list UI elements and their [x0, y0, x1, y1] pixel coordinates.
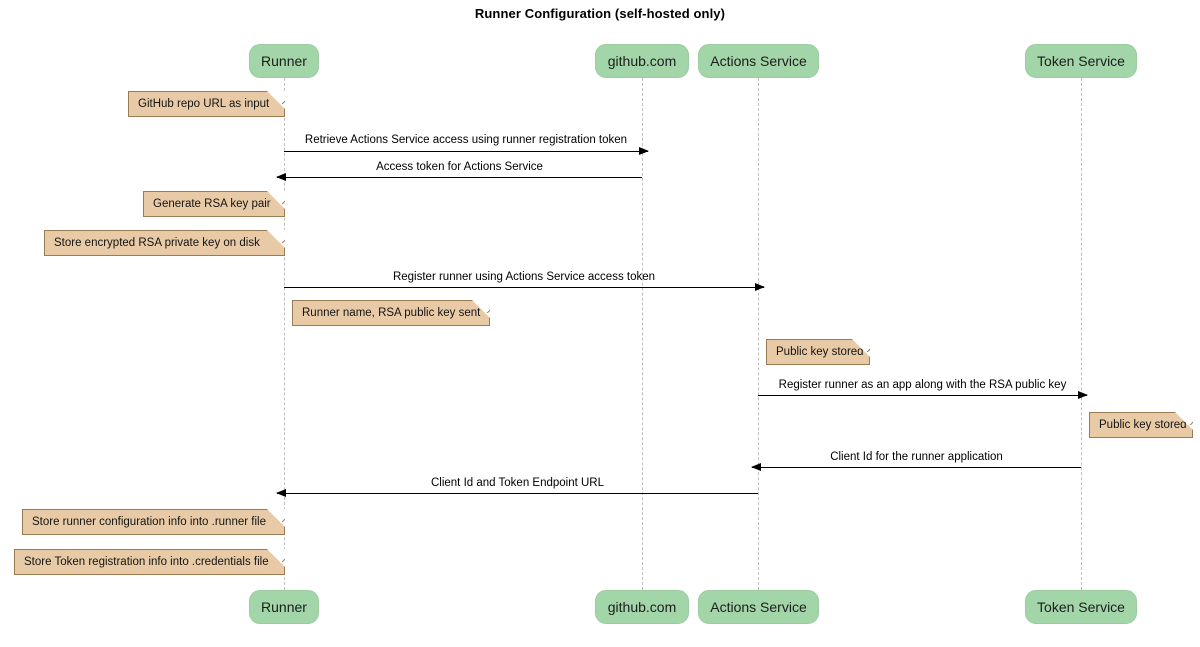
- note-store-private-key: Store encrypted RSA private key on disk: [44, 230, 285, 256]
- msg-retrieve-actions-access-line: [284, 147, 649, 155]
- note-public-key-stored-actions: Public key stored: [766, 339, 870, 365]
- participant-label: Token Service: [1037, 53, 1125, 69]
- participant-token-bottom[interactable]: Token Service: [1025, 590, 1137, 624]
- participant-github-top[interactable]: github.com: [595, 44, 689, 78]
- note-fold-edge-icon: [272, 509, 285, 522]
- arrowhead-left-icon: [751, 463, 761, 471]
- lifeline-github: [642, 78, 643, 590]
- note-fold-edge-icon: [477, 300, 490, 313]
- note-public-key-stored-token: Public key stored: [1089, 412, 1193, 438]
- arrowhead-right-icon: [1078, 391, 1088, 399]
- participant-label: Token Service: [1037, 599, 1125, 615]
- note-fold-edge-icon: [272, 230, 285, 243]
- arrowhead-right-icon: [639, 147, 649, 155]
- note-generate-rsa: Generate RSA key pair: [143, 191, 285, 217]
- note-fold-edge-icon: [272, 191, 285, 204]
- participant-runner-bottom[interactable]: Runner: [249, 590, 319, 624]
- note-fold-edge-icon: [272, 549, 285, 562]
- msg-retrieve-actions-access-label: Retrieve Actions Service access using ru…: [304, 134, 628, 146]
- arrowhead-left-icon: [276, 173, 286, 181]
- lifeline-token: [1081, 78, 1082, 590]
- msg-client-id-token-endpoint-label: Client Id and Token Endpoint URL: [430, 477, 605, 489]
- participant-runner-top[interactable]: Runner: [249, 44, 319, 78]
- note-fold-edge-icon: [857, 339, 870, 352]
- note-text: Public key stored: [776, 346, 864, 358]
- lifeline-actions: [758, 78, 759, 590]
- note-text: GitHub repo URL as input: [138, 98, 270, 110]
- msg-register-runner-label: Register runner using Actions Service ac…: [392, 271, 656, 283]
- participant-actions-top[interactable]: Actions Service: [698, 44, 819, 78]
- msg-client-id-runner-app-line: [751, 463, 1081, 471]
- lifeline-runner: [284, 78, 285, 590]
- msg-register-runner-as-app-line: [758, 391, 1088, 399]
- participant-label: github.com: [607, 599, 677, 615]
- msg-access-token-line: [276, 173, 642, 181]
- participant-label: Runner: [261, 53, 307, 69]
- msg-client-id-runner-app-label: Client Id for the runner application: [830, 451, 1003, 463]
- participant-token-top[interactable]: Token Service: [1025, 44, 1137, 78]
- note-runner-name-pubkey: Runner name, RSA public key sent: [292, 300, 490, 326]
- participant-actions-bottom[interactable]: Actions Service: [698, 590, 819, 624]
- arrowhead-left-icon: [276, 489, 286, 497]
- participant-label: Runner: [261, 599, 307, 615]
- participant-github-bottom[interactable]: github.com: [595, 590, 689, 624]
- note-github-repo-url: GitHub repo URL as input: [128, 91, 285, 117]
- note-text: Runner name, RSA public key sent: [302, 307, 481, 319]
- msg-client-id-token-endpoint-line: [276, 489, 758, 497]
- msg-register-runner-as-app-label: Register runner as an app along with the…: [778, 379, 1067, 391]
- note-fold-edge-icon: [1180, 412, 1193, 425]
- msg-access-token-label: Access token for Actions Service: [376, 161, 543, 173]
- note-text: Store encrypted RSA private key on disk: [54, 237, 260, 249]
- note-text: Store runner configuration info into .ru…: [32, 516, 266, 528]
- msg-register-runner-line: [284, 283, 765, 291]
- note-store-token-registration: Store Token registration info into .cred…: [14, 549, 285, 575]
- note-text: Generate RSA key pair: [153, 198, 271, 210]
- note-store-runner-config: Store runner configuration info into .ru…: [22, 509, 285, 535]
- note-fold-edge-icon: [272, 91, 285, 104]
- participant-label: Actions Service: [710, 53, 807, 69]
- arrowhead-right-icon: [755, 283, 765, 291]
- participant-label: github.com: [607, 53, 677, 69]
- note-text: Store Token registration info into .cred…: [24, 556, 269, 568]
- participant-label: Actions Service: [710, 599, 807, 615]
- note-text: Public key stored: [1099, 419, 1187, 431]
- page-title: Runner Configuration (self-hosted only): [474, 6, 726, 21]
